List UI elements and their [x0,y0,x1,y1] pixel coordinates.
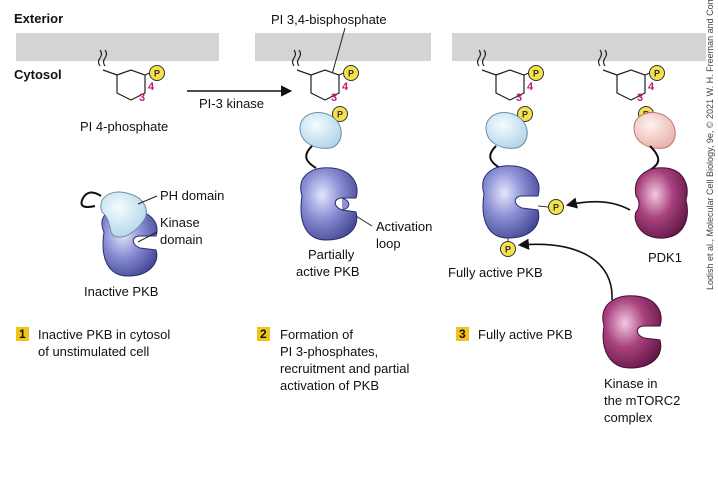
inactive-ph-domain [100,191,147,238]
step-text: of unstimulated cell [38,344,149,359]
svg-text:3: 3 [637,92,643,104]
activation-loop [341,197,350,211]
activation-loop-label-1: Activation [376,219,432,234]
svg-text:P: P [522,110,528,120]
svg-text:P: P [337,110,343,120]
ph-domain-pointer [137,195,158,205]
pi4p-lipid: 3 4 P [97,49,165,104]
kinase-domain-pointer [137,231,158,243]
pdk1-kinase-domain [634,167,688,239]
partially-active-label-2: active PKB [296,264,360,279]
pi34p2-lipid: 3 4 P P [291,49,359,122]
fully-active-pkb-label: Fully active PKB [448,265,543,280]
svg-text:4: 4 [527,81,534,93]
mtorc2-to-pkb-arrow [517,238,613,301]
pi3k-label: PI-3 kinase [199,96,264,111]
partially-active-pkb [299,112,358,241]
phosphate-3: P [332,106,348,122]
svg-text:4: 4 [342,81,349,93]
svg-text:P: P [533,69,539,79]
ring-number-3: 3 [139,92,145,104]
kinase-domain-3 [482,165,540,239]
step-text: recruitment and partial [280,361,409,376]
membrane-segment-1 [16,33,219,61]
step-text: activation of PKB [280,378,379,393]
credit-text: Lodish et al., Molecular Cell Biology, 9… [705,0,715,290]
step-number: 2 [260,327,267,341]
svg-text:P: P [654,69,660,79]
mtorc2-label-3: complex [604,410,653,425]
step-2: 2 Formation of PI 3-phosphates, recruitm… [257,327,409,393]
mtorc2-kinase [602,295,662,369]
ph-domain-2 [299,112,342,149]
membrane-segment-2 [255,33,431,61]
phosphate-activation-loop: P [548,199,564,215]
fully-active-pkb: P P [482,112,564,257]
activation-loop-pointer [355,215,373,227]
mtorc2-label-1: Kinase in [604,376,657,391]
phosphate-4: P [343,65,359,81]
pi34p2-lipid-3: 3 4 P P [476,49,544,122]
step-text: Formation of [280,327,353,342]
kinase-domain-2 [300,167,358,241]
step-badge [16,327,29,341]
ph-domain-3 [485,112,528,149]
phosphate-4: P [649,65,665,81]
pdk1-ph-domain [633,112,676,149]
ring-number-4: 4 [148,81,155,93]
pdk1-label: PDK1 [648,250,682,265]
pi34p2-label: PI 3,4-bisphosphate [271,12,387,27]
svg-text:P: P [505,245,511,255]
step-1: 1 Inactive PKB in cytosol of unstimulate… [16,327,170,359]
activation-loop-label-2: loop [376,236,401,251]
phosphate-3: P [517,106,533,122]
step-3: 3 Fully active PKB [456,327,573,342]
svg-text:3: 3 [516,92,522,104]
svg-text:P: P [154,69,160,79]
pi4p-label: PI 4-phosphate [80,119,168,134]
step-text: PI 3-phosphates, [280,344,378,359]
ph-domain-label: PH domain [160,188,224,203]
svg-text:P: P [348,69,354,79]
step-badge [456,327,469,341]
kinase-domain-label-2: domain [160,232,203,247]
cytosol-label: Cytosol [14,67,62,82]
step-number: 1 [19,327,26,341]
phosphate-4: P [528,65,544,81]
phosphate-c-terminal: P [500,241,516,257]
kinase-domain-label-1: Kinase [160,215,200,230]
step-text: Inactive PKB in cytosol [38,327,170,342]
step-number: 3 [459,327,466,341]
pi34p2-lipid-4: 3 4 P P [597,49,665,122]
membrane-segment-3 [452,33,706,61]
phosphate-4: P [149,65,165,81]
inactive-pkb [80,191,158,277]
inactive-pkb-label: Inactive PKB [84,284,158,299]
svg-text:P: P [553,203,559,213]
svg-text:3: 3 [331,92,337,104]
svg-text:4: 4 [648,81,655,93]
exterior-label: Exterior [14,11,63,26]
pdk1-to-pkb-arrow [565,197,631,211]
pdk1 [633,112,688,239]
mtorc2-label-2: the mTORC2 [604,393,680,408]
pi34p2-pointer [330,27,346,79]
step-text: Fully active PKB [478,327,573,342]
step-badge [257,327,270,341]
partially-active-label-1: Partially [308,247,355,262]
